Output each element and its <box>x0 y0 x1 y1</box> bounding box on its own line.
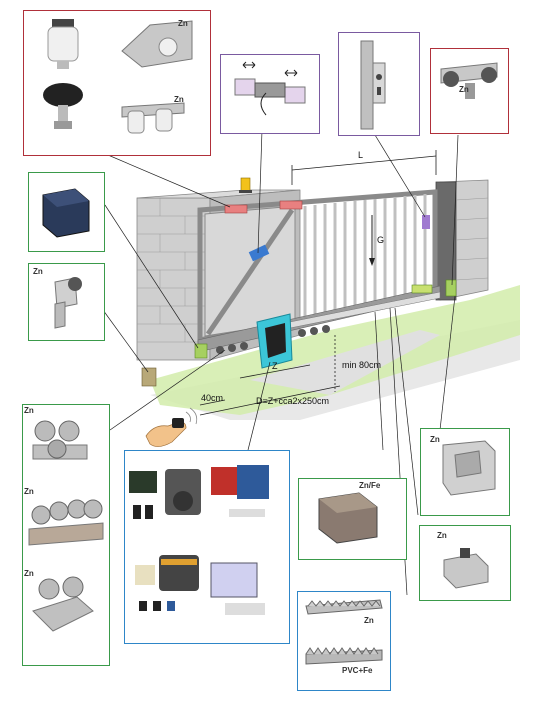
end-catch-svg <box>442 440 496 496</box>
guide-roller-black <box>43 83 83 129</box>
dim-g: G <box>377 235 385 245</box>
label-pvcfe-rack: PVC+Fe <box>342 666 373 675</box>
roller-end-svg <box>54 277 82 329</box>
right-pillar <box>435 179 489 301</box>
stopper-right <box>445 279 457 297</box>
top-guide-svg <box>440 62 498 99</box>
lock-frame <box>338 32 420 136</box>
lock-svg <box>360 40 386 130</box>
rail-svg <box>318 492 378 544</box>
pvcfe-rack <box>305 647 383 665</box>
label-zn-end-catch: Zn <box>430 435 440 444</box>
motor-kits-frame <box>124 450 290 644</box>
label-zn-carriage-2: Zn <box>24 487 34 496</box>
dim-d: D=Z+cca2x250cm <box>256 396 330 406</box>
rack-svg <box>305 599 383 665</box>
carriages-frame: Zn Zn Zn <box>22 404 110 666</box>
warning-lamp-icon <box>239 177 252 193</box>
l-dimension-line <box>291 155 437 171</box>
label-zn-top-rollers: Zn <box>174 95 184 104</box>
label-zn-rack: Zn <box>364 616 374 625</box>
rail-frame: Zn/Fe <box>298 478 407 560</box>
top-roller-bracket-left <box>224 204 248 214</box>
end-catch <box>411 284 433 294</box>
ground-stopper <box>141 367 157 387</box>
stopper-frame: Zn <box>419 525 511 601</box>
z-dimension-line <box>239 364 311 379</box>
sliding-gate <box>197 189 441 354</box>
carriages-svg <box>28 420 104 632</box>
guide-roller-white <box>47 19 79 69</box>
kit-2 <box>135 555 265 615</box>
carriage-flat <box>32 576 94 632</box>
rack-frame: Zn PVC+Fe <box>297 591 391 691</box>
carriage-6-wheels <box>28 499 104 546</box>
gate-motor <box>256 313 293 369</box>
end-cap-frame <box>28 172 105 252</box>
roller-parts-frame: Zn Zn <box>23 10 211 156</box>
roller-parts-svg <box>43 19 193 134</box>
gate-guide-svg <box>234 61 306 116</box>
dim-z: Z <box>272 361 278 371</box>
gate-lock <box>422 215 430 229</box>
stopper-svg <box>443 548 489 589</box>
top-guide-frame: Zn <box>430 48 509 134</box>
label-zn-carriage-3: Zn <box>24 569 34 578</box>
hand-remote-icon <box>145 407 198 447</box>
gate-guide-frame <box>220 54 320 134</box>
label-zn-top-bracket: Zn <box>178 19 188 28</box>
end-cap-svg <box>42 188 90 238</box>
zn-rack <box>305 599 383 615</box>
top-rollers-zn <box>121 102 185 134</box>
top-roller-bracket-right <box>279 200 303 210</box>
carriage-4-wheels <box>32 420 88 460</box>
motor-kits-svg <box>129 465 269 615</box>
roller-end-frame: Zn <box>28 263 105 341</box>
gate-hinge <box>248 244 270 262</box>
dim-l: L <box>358 150 364 160</box>
d-dimension-line <box>199 385 341 416</box>
ground-green <box>150 285 520 415</box>
dim-40cm: 40cm <box>201 393 224 403</box>
dim-min80: min 80cm <box>342 360 382 370</box>
end-catch-frame: Zn <box>420 428 510 516</box>
label-zn-stopper: Zn <box>437 531 447 540</box>
label-znfe-rail: Zn/Fe <box>359 481 381 490</box>
40cm-line <box>199 399 226 406</box>
label-zn-roller-end: Zn <box>33 267 43 276</box>
kit-1 <box>129 465 269 519</box>
label-zn-top-right: Zn <box>459 85 469 94</box>
label-zn-carriage-1: Zn <box>24 406 34 415</box>
top-bracket-zn <box>121 20 193 68</box>
